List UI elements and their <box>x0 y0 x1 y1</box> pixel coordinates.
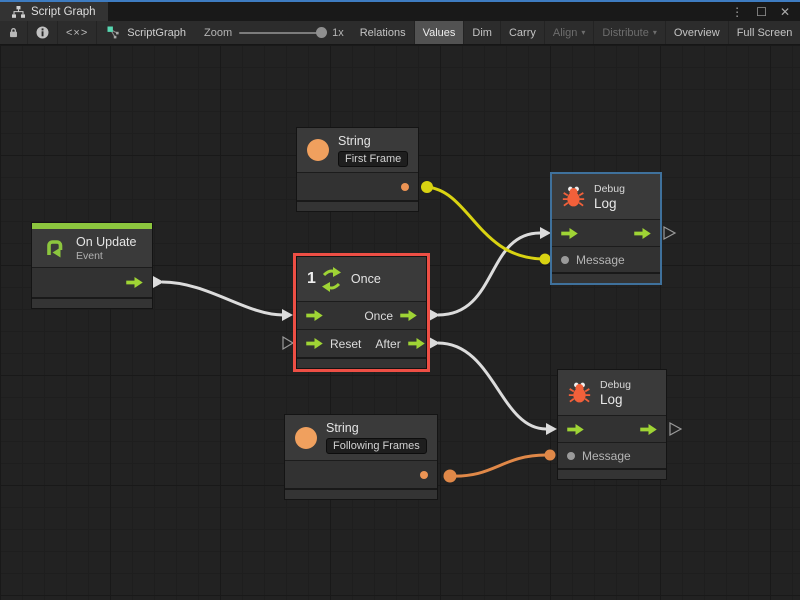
once-cycle-icon <box>321 266 341 292</box>
message-in-port[interactable] <box>561 255 569 264</box>
menu-icon[interactable]: ⋮ <box>731 4 744 19</box>
carry-button[interactable]: Carry <box>501 21 545 44</box>
node-title: String <box>338 133 371 148</box>
dim-button[interactable]: Dim <box>464 21 501 44</box>
node-title: Log <box>600 391 623 407</box>
lock-button[interactable] <box>0 21 28 44</box>
port-label-once: Once <box>364 308 393 323</box>
node-footer <box>285 488 437 499</box>
node-subtitle: Debug <box>594 182 625 195</box>
tab-script-graph[interactable]: Script Graph <box>0 2 108 21</box>
flow-out-port[interactable] <box>640 423 657 435</box>
node-debug-log-top[interactable]: Debug Log Message <box>550 172 662 285</box>
overview-button[interactable]: Overview <box>666 21 729 44</box>
flow-in-reset-port[interactable] <box>306 338 323 349</box>
string-out-port[interactable] <box>420 470 428 479</box>
message-in-port[interactable] <box>567 451 575 460</box>
node-title: Log <box>594 195 617 211</box>
node-footer <box>552 272 660 283</box>
graph-name-label: ScriptGraph <box>127 26 186 39</box>
chevron-down-icon: ▾ <box>652 28 657 37</box>
flow-out-after-port[interactable] <box>407 338 425 349</box>
distribute-button[interactable]: Distribute▾ <box>594 21 666 44</box>
port-row: Once <box>297 301 426 329</box>
node-header[interactable]: String First Frame <box>297 128 418 172</box>
node-header[interactable]: 1 Once <box>297 257 426 301</box>
node-title: On Update <box>76 234 137 249</box>
port-row: Message <box>552 246 660 272</box>
hierarchy-icon <box>12 5 25 18</box>
port-row <box>558 415 666 442</box>
flow-in-port[interactable] <box>561 227 578 239</box>
port-row <box>285 460 437 488</box>
relations-button[interactable]: Relations <box>352 21 415 44</box>
bug-icon <box>568 382 591 403</box>
node-footer <box>297 200 418 211</box>
node-string-following-frames[interactable]: String Following Frames <box>285 415 437 499</box>
node-string-first-frame[interactable]: String First Frame <box>297 128 418 211</box>
string-out-port[interactable] <box>401 182 409 191</box>
node-header[interactable]: String Following Frames <box>285 415 437 460</box>
graph-toolbar: <×> ScriptGraph Zoom 1x Relations Values… <box>0 21 800 45</box>
node-header[interactable]: Debug Log <box>552 174 660 219</box>
title-bar: Script Graph ⋮ ☐ ✕ <box>0 0 800 21</box>
port-row <box>32 267 152 297</box>
event-node-color-strip <box>32 223 152 229</box>
flow-out-once-port[interactable] <box>400 310 417 321</box>
close-icon[interactable]: ✕ <box>779 4 790 19</box>
graph-name: ScriptGraph <box>97 21 196 44</box>
node-title: Once <box>350 272 381 286</box>
string-value-field[interactable]: First Frame <box>338 150 409 167</box>
zoom-slider[interactable] <box>239 27 328 38</box>
port-label-reset: Reset <box>330 336 362 351</box>
toolbar-right-buttons: Relations Values Dim Carry Align▾ Distri… <box>352 21 800 44</box>
zoom-slider-knob[interactable] <box>316 27 328 38</box>
string-literal-icon <box>307 139 329 161</box>
info-button[interactable] <box>28 21 58 44</box>
bug-icon <box>562 186 585 207</box>
port-label-after: After <box>375 336 401 351</box>
chevron-down-icon: ▾ <box>581 28 586 37</box>
graph-icon <box>107 26 119 39</box>
port-label-message: Message <box>582 448 631 463</box>
info-icon <box>36 26 49 39</box>
flow-in-port[interactable] <box>567 423 584 435</box>
node-subtitle: Debug <box>600 378 631 391</box>
zoom-label: Zoom <box>203 26 233 39</box>
node-footer <box>297 357 426 368</box>
port-row <box>297 172 418 200</box>
string-literal-icon <box>295 426 317 449</box>
code-view-button[interactable]: <×> <box>58 21 98 44</box>
flow-out-port[interactable] <box>126 277 143 288</box>
node-title: String <box>326 421 359 435</box>
node-header[interactable]: Debug Log <box>558 370 666 415</box>
node-once[interactable]: 1 Once Once Reset After <box>293 253 430 372</box>
port-row <box>552 219 660 246</box>
port-row: Message <box>558 442 666 468</box>
string-value-field[interactable]: Following Frames <box>326 438 427 454</box>
fullscreen-button[interactable]: Full Screen <box>729 21 800 44</box>
flow-in-port[interactable] <box>306 310 323 321</box>
node-on-update[interactable]: On Update Event <box>32 223 152 308</box>
maximize-icon[interactable]: ☐ <box>756 4 767 19</box>
node-subtitle: Event <box>76 249 103 262</box>
window-controls: ⋮ ☐ ✕ <box>731 2 800 21</box>
zoom-control: Zoom 1x <box>196 21 352 44</box>
node-header[interactable]: On Update Event <box>32 229 152 267</box>
node-footer <box>32 297 152 308</box>
node-footer <box>558 468 666 479</box>
port-row: Reset After <box>297 329 426 357</box>
flow-out-port[interactable] <box>634 227 651 239</box>
port-label-message: Message <box>576 252 625 267</box>
tab-title: Script Graph <box>31 5 96 18</box>
values-button[interactable]: Values <box>414 21 465 44</box>
align-button[interactable]: Align▾ <box>545 21 595 44</box>
lock-icon <box>10 27 17 38</box>
code-view-label: <×> <box>66 26 89 39</box>
node-debug-log-bottom[interactable]: Debug Log Message <box>558 370 666 479</box>
zoom-value: 1x <box>332 26 344 39</box>
loop-event-icon <box>47 239 63 257</box>
once-icon-number: 1 <box>307 270 316 287</box>
